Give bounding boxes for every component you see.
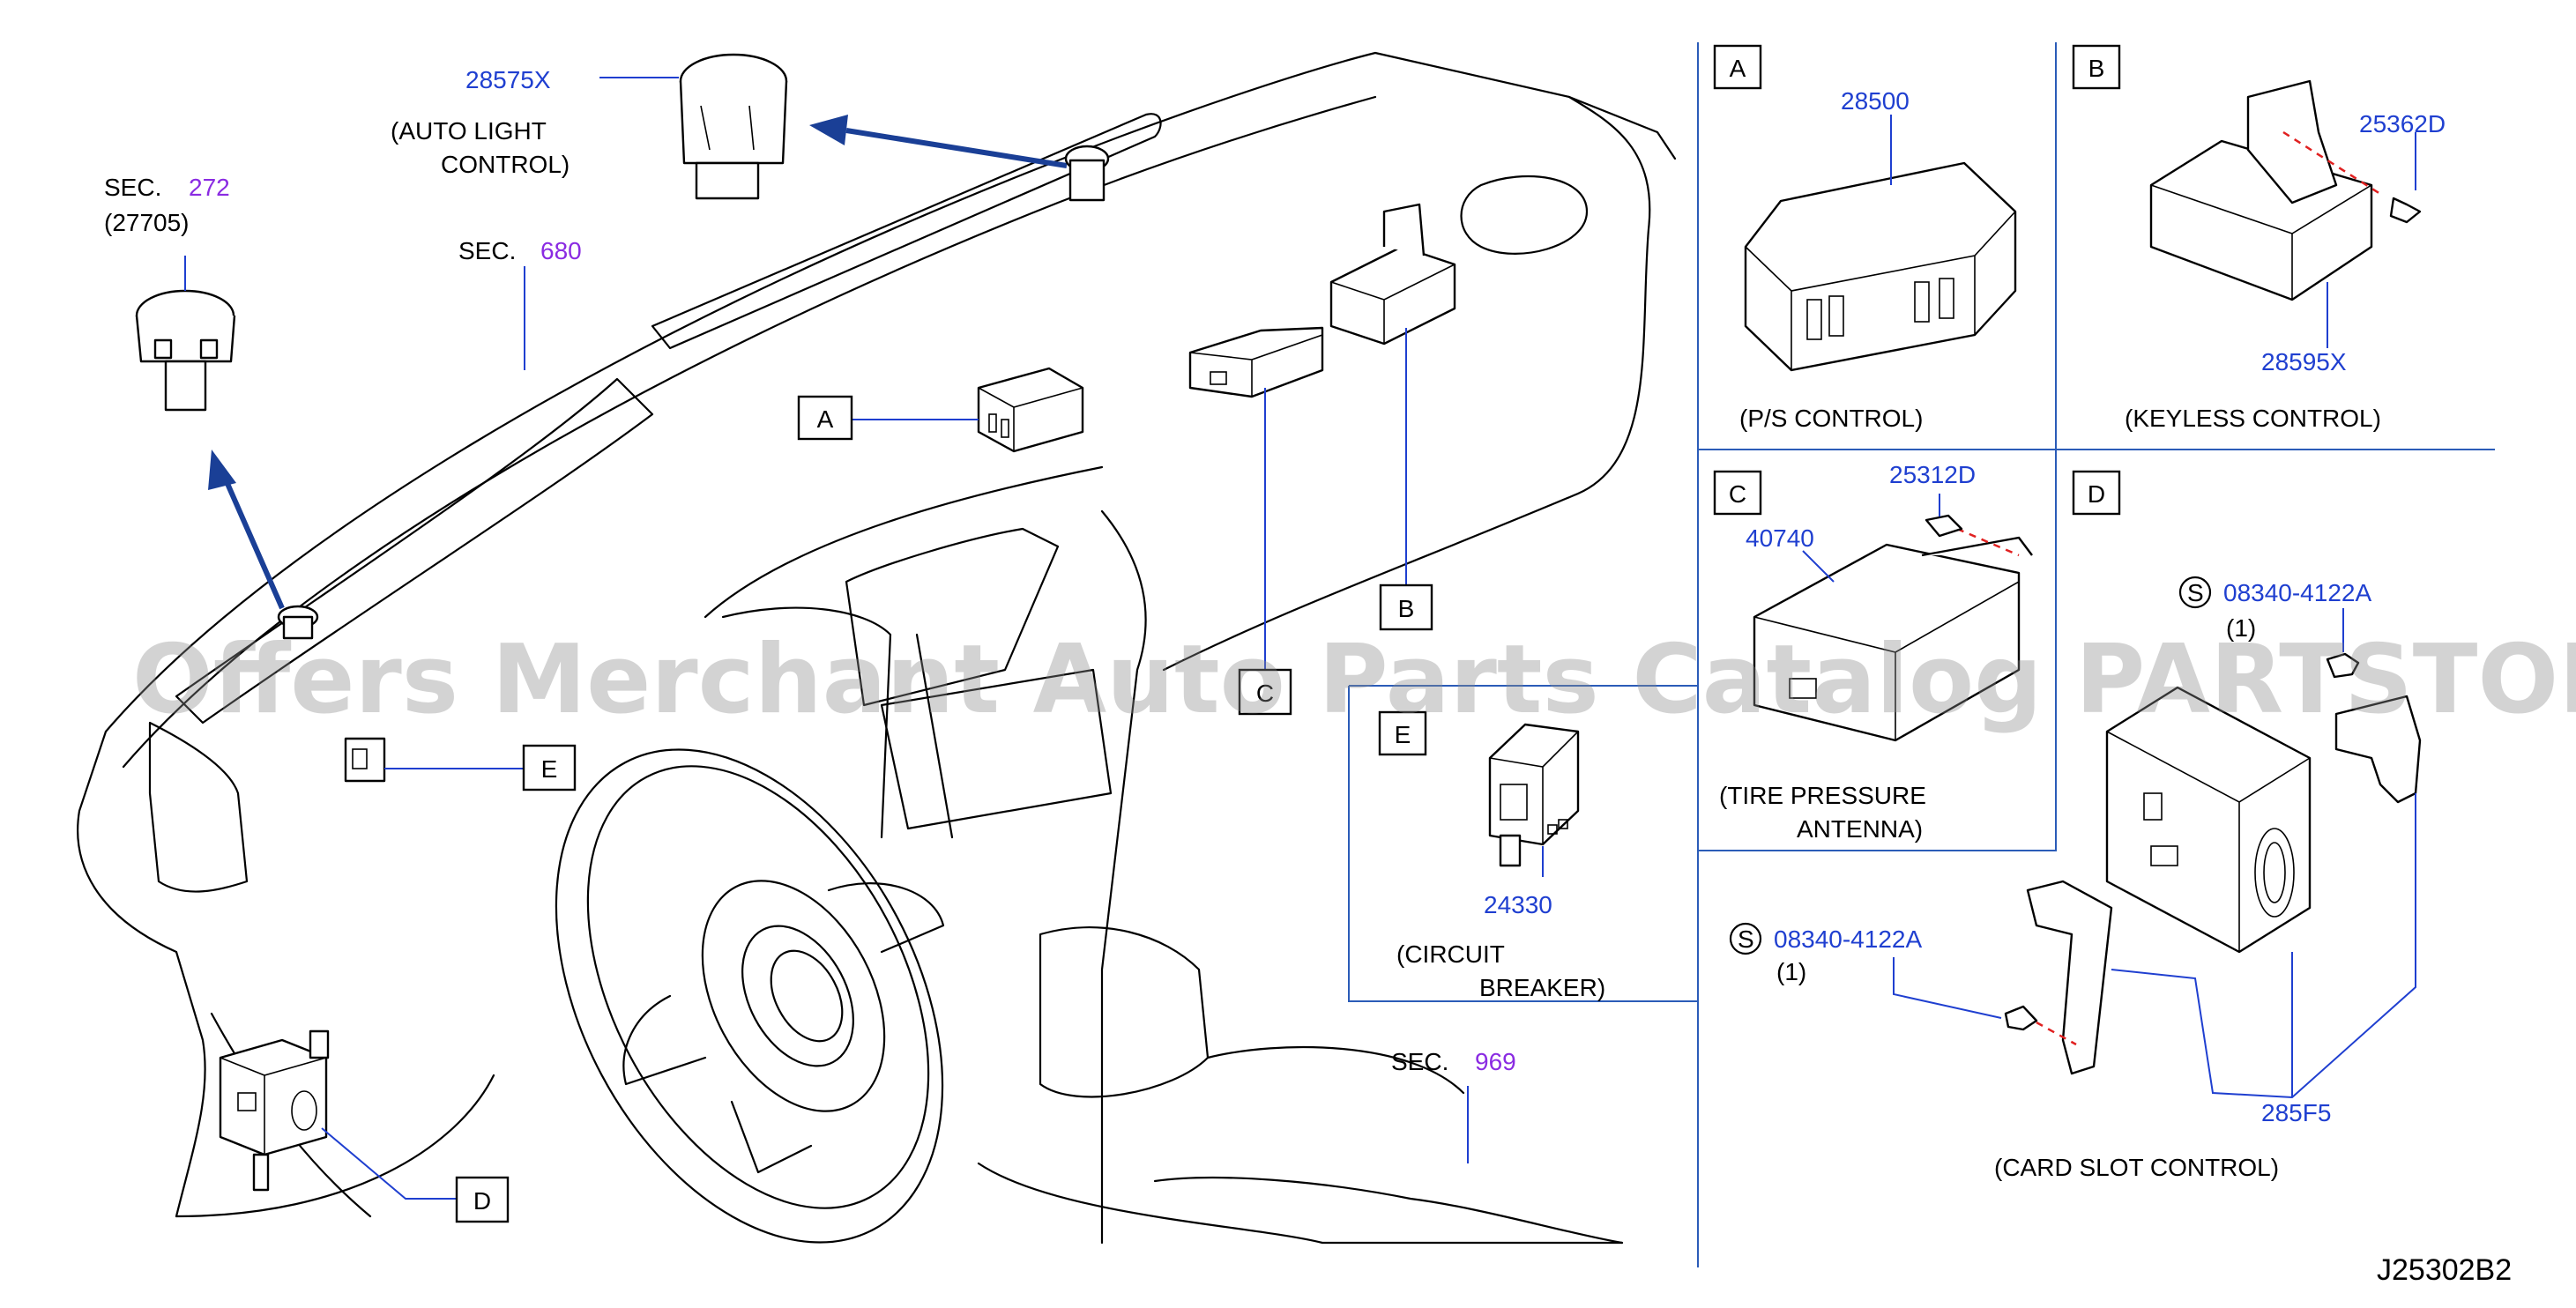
ps-control-desc: (P/S CONTROL) (1739, 405, 1923, 432)
sensor-mount-left (277, 605, 319, 640)
keyless-desc: (KEYLESS CONTROL) (2125, 405, 2381, 432)
panel-dividers (1348, 42, 2495, 1267)
part-number-28595x[interactable]: 28595X (2261, 348, 2347, 375)
part-number-08340-4122a-2[interactable]: 08340-4122A (1774, 925, 1922, 953)
svg-text:A: A (817, 405, 834, 433)
panel-b: B 25362D 28595X (KEYLESS CONTROL) (2072, 44, 2446, 432)
sec680-prefix: SEC. (458, 237, 516, 264)
svg-text:A: A (1730, 55, 1746, 82)
panel-a: A 28500 (P/S CONTROL) (1713, 44, 2017, 432)
bolt-qty-2: (1) (1776, 958, 1806, 985)
diagram-code: J25302B2 (2377, 1253, 2512, 1287)
module-a-on-dash (977, 367, 1084, 453)
auto-light-desc-1: (AUTO LIGHT (391, 117, 547, 145)
svg-text:E: E (1395, 721, 1411, 748)
circuit-breaker-desc-2: BREAKER) (1479, 974, 1605, 1001)
bolt-symbol-2: S (1738, 925, 1754, 953)
leader-d (321, 1127, 457, 1200)
auto-light-desc-2: CONTROL) (441, 151, 570, 178)
dashboard-outline (77, 51, 1677, 1245)
circuit-breaker-desc-1: (CIRCUIT (1396, 940, 1505, 968)
svg-text:C: C (1729, 480, 1746, 508)
callout-a: A (797, 395, 853, 441)
sensor-mount-top (1064, 145, 1110, 202)
sec272-number[interactable]: 272 (189, 174, 230, 201)
sec272-sub: (27705) (104, 209, 190, 236)
card-slot-desc: (CARD SLOT CONTROL) (1994, 1154, 2279, 1181)
svg-text:E: E (541, 755, 558, 783)
bolt-symbol-1: S (2187, 579, 2204, 606)
callout-b: B (1379, 583, 1433, 631)
module-d-on-dash (219, 1029, 330, 1192)
watermark: Offers Merchant Auto Parts Catalog PARTS… (132, 625, 2576, 735)
sec969-prefix: SEC. (1391, 1048, 1448, 1075)
module-c-on-dash (1188, 326, 1324, 398)
sec272-sensor (135, 289, 236, 412)
panel-c: C 25312D 40740 (TIRE PRESSURE ANTENNA) (1713, 461, 2033, 843)
arrow-to-sec272 (220, 470, 285, 610)
steering-wheel (555, 606, 954, 1244)
arrow-head-auto-light (809, 115, 848, 145)
svg-text:D: D (473, 1187, 491, 1215)
svg-text:B: B (1398, 595, 1415, 622)
panel-e: E 24330 (CIRCUIT BREAKER) (1378, 710, 1605, 1001)
sec969-number[interactable]: 969 (1475, 1048, 1516, 1075)
part-number-25362d[interactable]: 25362D (2359, 110, 2446, 137)
tire-pressure-desc-1: (TIRE PRESSURE (1719, 782, 1926, 809)
arrow-head-sec272 (208, 450, 236, 490)
callout-c: C (1238, 668, 1292, 716)
part-number-40740[interactable]: 40740 (1746, 524, 1814, 552)
svg-text:B: B (2088, 55, 2105, 82)
tire-pressure-desc-2: ANTENNA) (1797, 815, 1923, 843)
bolt-qty-1: (1) (2226, 614, 2256, 642)
sec272-prefix: SEC. (104, 174, 161, 201)
part-number-28575x[interactable]: 28575X (465, 66, 551, 93)
part-number-285f5[interactable]: 285F5 (2261, 1099, 2331, 1126)
auto-light-sensor (679, 53, 788, 200)
sec680-number[interactable]: 680 (540, 237, 582, 264)
part-number-25312d[interactable]: 25312D (1889, 461, 1976, 488)
callout-d: D (455, 1176, 510, 1223)
part-number-28500[interactable]: 28500 (1841, 87, 1910, 115)
part-number-08340-4122a-1[interactable]: 08340-4122A (2223, 579, 2371, 606)
svg-text:D: D (2088, 480, 2105, 508)
panel-d: D S 08340-4122A (1) S 08340-4122A (1) 28… (1729, 470, 2422, 1181)
part-number-24330[interactable]: 24330 (1484, 891, 1552, 918)
callout-e: E (522, 744, 577, 791)
arrow-to-auto-light (845, 128, 1068, 168)
module-b-on-dash (1329, 203, 1456, 346)
module-e-on-dash (344, 737, 386, 783)
svg-text:C: C (1256, 680, 1274, 707)
